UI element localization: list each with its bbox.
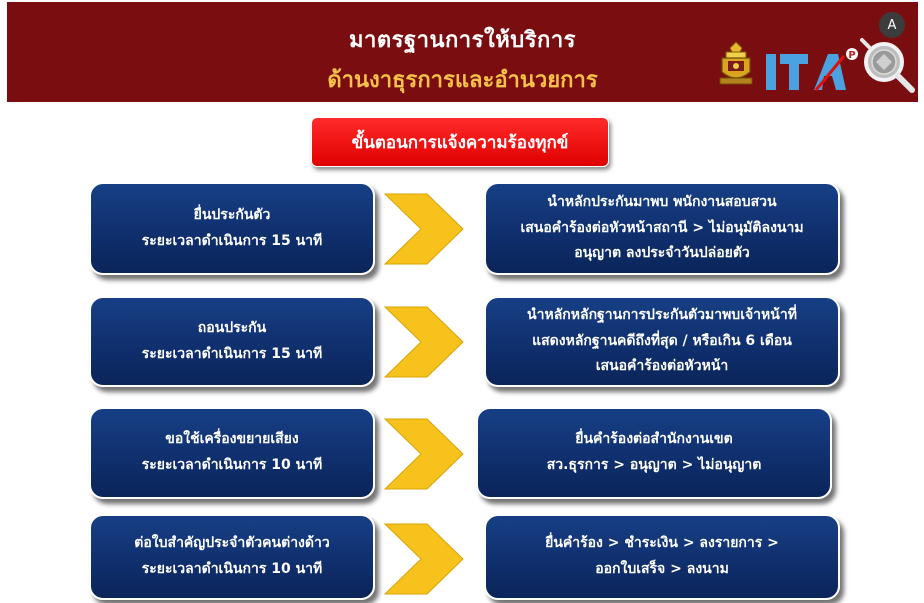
procedure-box-loudspeaker: ยื่นคำร้องต่อสำนักงานเขต สว.ธุรการ > อนุ… <box>476 407 832 499</box>
service-name: ยื่นประกันตัว <box>193 206 271 223</box>
procedure-line: นำหลักประกันมาพบ พนักงานสอบสวน <box>547 193 777 210</box>
service-duration: ระยะเวลาดำเนินการ 15 นาที <box>141 345 323 362</box>
chevron-right-icon <box>383 418 464 490</box>
procedure-line: ยื่นคำร้อง > ชำระเงิน > ลงรายการ > <box>545 535 779 552</box>
page-title: มาตรฐานการให้บริการ <box>349 28 576 53</box>
procedure-line: แสดงหลักฐานคดีถึงที่สุด / หรือเกิน 6 เดื… <box>532 332 792 349</box>
procedure-line: ยื่นคำร้องต่อสำนักงานเขต <box>575 431 733 448</box>
page-subtitle: ด้านงาธุรการและอำนวยการ <box>327 68 598 93</box>
procedure-box-alien-id: ยื่นคำร้อง > ชำระเงิน > ลงรายการ > ออกใบ… <box>484 514 840 600</box>
procedure-line: เสนอคำร้องต่อหัวหน้าสถานี > ไม่อนุมัติลง… <box>520 219 804 236</box>
translate-icon: A <box>887 17 897 33</box>
service-box-bail: ยื่นประกันตัว ระยะเวลาดำเนินการ 15 นาที <box>89 182 375 275</box>
service-name: ขอใช้เครื่องขยายเสียง <box>165 431 299 448</box>
procedure-line: อนุญาต ลงประจำวันปล่อยตัว <box>574 245 750 262</box>
procedure-box-withdraw-bail: นำหลักหลักฐานการประกันตัวมาพบเจ้าหน้าที่… <box>484 296 840 387</box>
service-box-loudspeaker: ขอใช้เครื่องขยายเสียง ระยะเวลาดำเนินการ … <box>89 407 375 499</box>
service-box-alien-id: ต่อใบสำคัญประจำตัวคนต่างด้าว ระยะเวลาดำเ… <box>89 514 375 600</box>
header-banner: มาตรฐานการให้บริการ ด้านงาธุรการและอำนวย… <box>7 2 918 102</box>
chevron-right-icon <box>383 306 464 378</box>
service-duration: ระยะเวลาดำเนินการ 10 นาที <box>141 561 323 577</box>
service-name: ต่อใบสำคัญประจำตัวคนต่างด้าว <box>134 535 330 552</box>
procedure-line: ออกใบเสร็จ > ลงนาม <box>595 561 729 577</box>
police-emblem-icon <box>719 41 753 85</box>
procedure-line: เสนอคำร้องต่อหัวหน้า <box>595 358 729 375</box>
procedure-line: สว.ธุรการ > อนุญาต > ไม่อนุญาต <box>546 457 762 473</box>
ita-logo-icon: P <box>766 48 858 91</box>
procedure-box-bail: นำหลักประกันมาพบ พนักงานสอบสวน เสนอคำร้อ… <box>484 182 840 275</box>
ita-logo-superscript: P <box>848 50 855 61</box>
service-duration: ระยะเวลาดำเนินการ 10 นาที <box>141 457 323 473</box>
chevron-right-icon <box>383 193 464 265</box>
translate-button[interactable]: A <box>879 12 905 38</box>
service-box-withdraw-bail: ถอนประกัน ระยะเวลาดำเนินการ 15 นาที <box>89 296 375 387</box>
steps-title: ขั้นตอนการแจ้งความร้องทุกข์ <box>311 117 609 167</box>
procedure-line: นำหลักหลักฐานการประกันตัวมาพบเจ้าหน้าที่ <box>527 306 797 323</box>
chevron-right-icon <box>383 523 464 595</box>
service-name: ถอนประกัน <box>197 319 267 336</box>
service-duration: ระยะเวลาดำเนินการ 15 นาที <box>141 232 323 249</box>
magnifier-seal-icon <box>860 38 915 93</box>
